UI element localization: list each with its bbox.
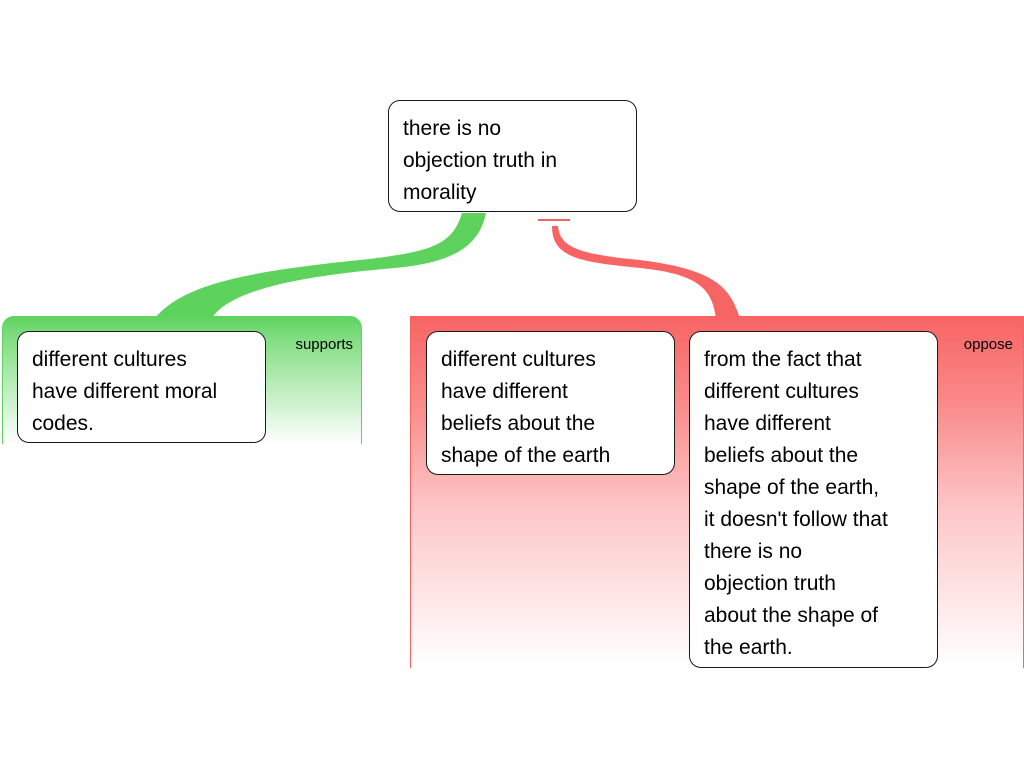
- oppose-label: oppose: [963, 336, 1013, 353]
- claim-node[interactable]: there is no objection truth in morality: [388, 100, 637, 212]
- support-reason-node[interactable]: different cultures have different moral …: [17, 331, 266, 443]
- oppose-connector: [552, 226, 740, 318]
- oppose-reason-node[interactable]: different cultures have different belief…: [426, 331, 675, 475]
- supports-label: supports: [295, 336, 353, 353]
- support-connector: [155, 213, 486, 318]
- oppose-reason-node[interactable]: from the fact that different cultures ha…: [689, 331, 938, 668]
